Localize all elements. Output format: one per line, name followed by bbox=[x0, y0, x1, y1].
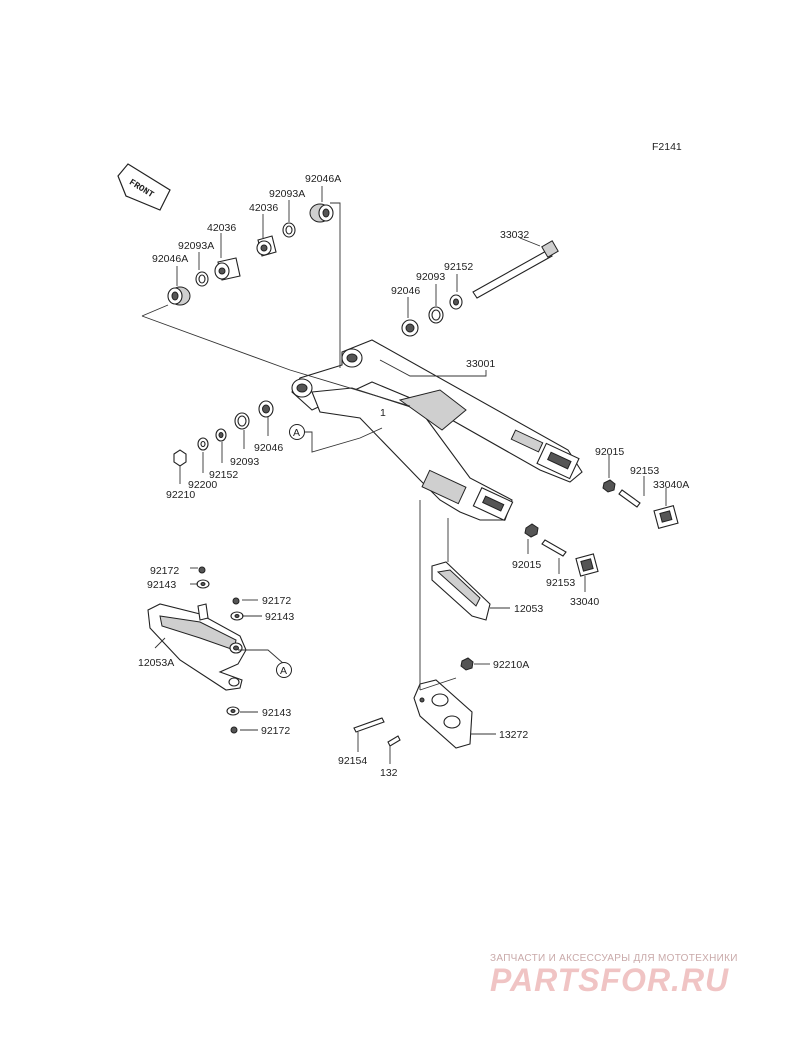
bolt-92153-right bbox=[618, 489, 641, 508]
screw-92172-c bbox=[230, 726, 238, 734]
washer-92200 bbox=[197, 437, 209, 451]
label-33001: 33001 bbox=[466, 358, 495, 370]
label-92046-top: 92046 bbox=[391, 285, 420, 297]
nut-92015-low bbox=[524, 523, 539, 538]
guide-bracket-13272 bbox=[413, 679, 473, 749]
label-33040A: 33040A bbox=[653, 479, 689, 491]
label-92046A-top: 92046A bbox=[305, 173, 341, 185]
callout-a-upper: A bbox=[289, 424, 305, 440]
label-92200: 92200 bbox=[188, 479, 217, 491]
label-13272: 13272 bbox=[499, 729, 528, 741]
label-92152-mid: 92152 bbox=[209, 469, 238, 481]
washer-92143-a bbox=[196, 579, 210, 589]
bearing-92046-top bbox=[401, 319, 419, 337]
pivot-shaft-33032 bbox=[472, 240, 559, 299]
washer-92152-mid bbox=[215, 428, 227, 442]
label-92015-low: 92015 bbox=[512, 559, 541, 571]
watermark-tagline: ЗАПЧАСТИ И АКСЕССУАРЫ ДЛЯ МОТОТЕХНИКИ bbox=[490, 953, 738, 964]
svg-text:A: A bbox=[293, 427, 300, 439]
chain-guide-12053 bbox=[431, 561, 491, 621]
label-33032: 33032 bbox=[500, 229, 529, 241]
washer-92143-c bbox=[226, 706, 240, 716]
bearing-92046A-top bbox=[309, 203, 334, 223]
label-92143-c: 92143 bbox=[262, 707, 291, 719]
label-92143-a: 92143 bbox=[147, 579, 176, 591]
seal-92093A-left bbox=[195, 271, 209, 287]
label-92172-a: 92172 bbox=[150, 565, 179, 577]
collar-42036-left bbox=[214, 257, 241, 281]
watermark-logo: PARTSFOR.RU bbox=[490, 962, 730, 998]
nut-92210A bbox=[460, 657, 474, 671]
label-33040: 33040 bbox=[570, 596, 599, 608]
label-12053: 12053 bbox=[514, 603, 543, 615]
callout-a-lower: A bbox=[276, 662, 292, 678]
bolt-92153-low bbox=[541, 539, 567, 557]
bearing-92046-mid bbox=[258, 400, 274, 418]
label-92172-c: 92172 bbox=[261, 725, 290, 737]
part-labels: 92046A 92093A 42036 42036 92093A 92046A … bbox=[138, 173, 689, 779]
label-42036-top: 42036 bbox=[249, 202, 278, 214]
chain-slipper-12053A bbox=[147, 603, 247, 691]
leader-mark: 1 bbox=[380, 407, 386, 419]
label-92154: 92154 bbox=[338, 755, 367, 767]
label-92093-top: 92093 bbox=[416, 271, 445, 283]
front-arrow-icon: FRONT bbox=[117, 163, 171, 211]
screw-92172-b bbox=[232, 597, 240, 605]
figure-code: F2141 bbox=[652, 141, 682, 153]
bearing-92046A-left bbox=[167, 286, 191, 306]
block-33040A bbox=[653, 505, 679, 529]
screw-132 bbox=[387, 735, 401, 747]
swingarm-33001 bbox=[291, 339, 583, 521]
label-12053A: 12053A bbox=[138, 657, 174, 669]
label-132: 132 bbox=[380, 767, 398, 779]
pivot-bushing-stack bbox=[167, 203, 334, 306]
leader-lines bbox=[141, 186, 667, 764]
bolt-92154 bbox=[353, 717, 385, 733]
label-92046-mid: 92046 bbox=[254, 442, 283, 454]
label-92093A-top: 92093A bbox=[269, 188, 305, 200]
label-42036-left: 42036 bbox=[207, 222, 236, 234]
label-92046A-left: 92046A bbox=[152, 253, 188, 265]
seal-92093-top bbox=[428, 306, 444, 324]
label-92015-right: 92015 bbox=[595, 446, 624, 458]
label-92093-mid: 92093 bbox=[230, 456, 259, 468]
label-92143-b: 92143 bbox=[265, 611, 294, 623]
block-33040 bbox=[575, 553, 599, 577]
label-92153-right: 92153 bbox=[630, 465, 659, 477]
label-92153-low: 92153 bbox=[546, 577, 575, 589]
washer-92152-top bbox=[449, 294, 463, 310]
label-92210A: 92210A bbox=[493, 659, 529, 671]
seal-92093A-top bbox=[282, 222, 296, 238]
collar-42036-top bbox=[256, 235, 277, 257]
screw-92172-a bbox=[198, 566, 206, 574]
label-92210: 92210 bbox=[166, 489, 195, 501]
svg-text:A: A bbox=[280, 665, 287, 677]
label-92093A-left: 92093A bbox=[178, 240, 214, 252]
nut-92210 bbox=[173, 449, 187, 467]
seal-92093-mid bbox=[234, 412, 250, 430]
nut-92015-right bbox=[602, 479, 616, 493]
washer-92143-b bbox=[230, 611, 244, 621]
label-92172-b: 92172 bbox=[262, 595, 291, 607]
label-92152-top: 92152 bbox=[444, 261, 473, 273]
